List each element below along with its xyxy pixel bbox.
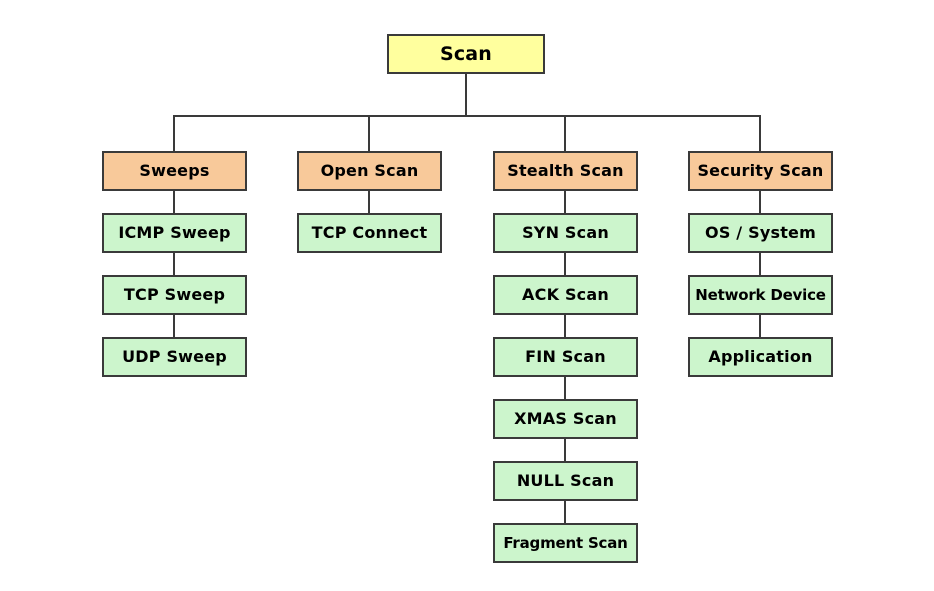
node-leaf-tcp-sweep: TCP Sweep: [102, 275, 247, 315]
node-label: FIN Scan: [525, 347, 606, 366]
node-label: Open Scan: [320, 161, 419, 180]
node-label: XMAS Scan: [514, 409, 617, 428]
node-label: Application: [708, 347, 813, 366]
connector-drop-4: [759, 115, 761, 152]
node-label: Network Device: [695, 285, 826, 304]
connector-stealth-2: [564, 253, 566, 275]
node-label: Stealth Scan: [507, 161, 624, 180]
node-leaf-fragment-scan: Fragment Scan: [493, 523, 638, 563]
node-leaf-ack-scan: ACK Scan: [493, 275, 638, 315]
node-leaf-application: Application: [688, 337, 833, 377]
connector-security-3: [759, 315, 761, 337]
node-label: ACK Scan: [522, 285, 609, 304]
connector-stealth-3: [564, 315, 566, 337]
node-leaf-fin-scan: FIN Scan: [493, 337, 638, 377]
connector-stealth-5: [564, 439, 566, 461]
node-category-open-scan: Open Scan: [297, 151, 442, 191]
connector-root-stem: [465, 74, 467, 116]
connector-drop-2: [368, 115, 370, 152]
connector-stealth-1: [564, 191, 566, 213]
node-label: ICMP Sweep: [118, 223, 231, 242]
connector-security-2: [759, 253, 761, 275]
connector-security-1: [759, 191, 761, 213]
connector-stealth-6: [564, 501, 566, 523]
node-label: TCP Connect: [311, 223, 428, 242]
node-category-security-scan: Security Scan: [688, 151, 833, 191]
node-root-scan: Scan: [387, 34, 545, 74]
node-label: Fragment Scan: [503, 533, 628, 552]
node-category-sweeps: Sweeps: [102, 151, 247, 191]
connector-sweeps-2: [173, 253, 175, 275]
connector-sweeps-1: [173, 191, 175, 213]
node-leaf-icmp-sweep: ICMP Sweep: [102, 213, 247, 253]
connector-open-scan-1: [368, 191, 370, 213]
node-leaf-syn-scan: SYN Scan: [493, 213, 638, 253]
node-category-stealth-scan: Stealth Scan: [493, 151, 638, 191]
node-label: Sweeps: [139, 161, 210, 180]
node-leaf-os-system: OS / System: [688, 213, 833, 253]
node-label: Security Scan: [697, 161, 824, 180]
connector-sweeps-3: [173, 315, 175, 337]
node-label: UDP Sweep: [122, 347, 227, 366]
connector-stealth-4: [564, 377, 566, 399]
node-leaf-null-scan: NULL Scan: [493, 461, 638, 501]
node-label: TCP Sweep: [123, 285, 226, 304]
connector-drop-3: [564, 115, 566, 152]
node-leaf-network-device: Network Device: [688, 275, 833, 315]
connector-drop-1: [173, 115, 175, 152]
node-leaf-tcp-connect: TCP Connect: [297, 213, 442, 253]
connector-bus: [173, 115, 761, 117]
node-leaf-udp-sweep: UDP Sweep: [102, 337, 247, 377]
node-label: OS / System: [705, 223, 816, 242]
node-label: NULL Scan: [516, 471, 615, 490]
node-leaf-xmas-scan: XMAS Scan: [493, 399, 638, 439]
node-label: Scan: [439, 42, 493, 65]
node-label: SYN Scan: [522, 223, 609, 242]
